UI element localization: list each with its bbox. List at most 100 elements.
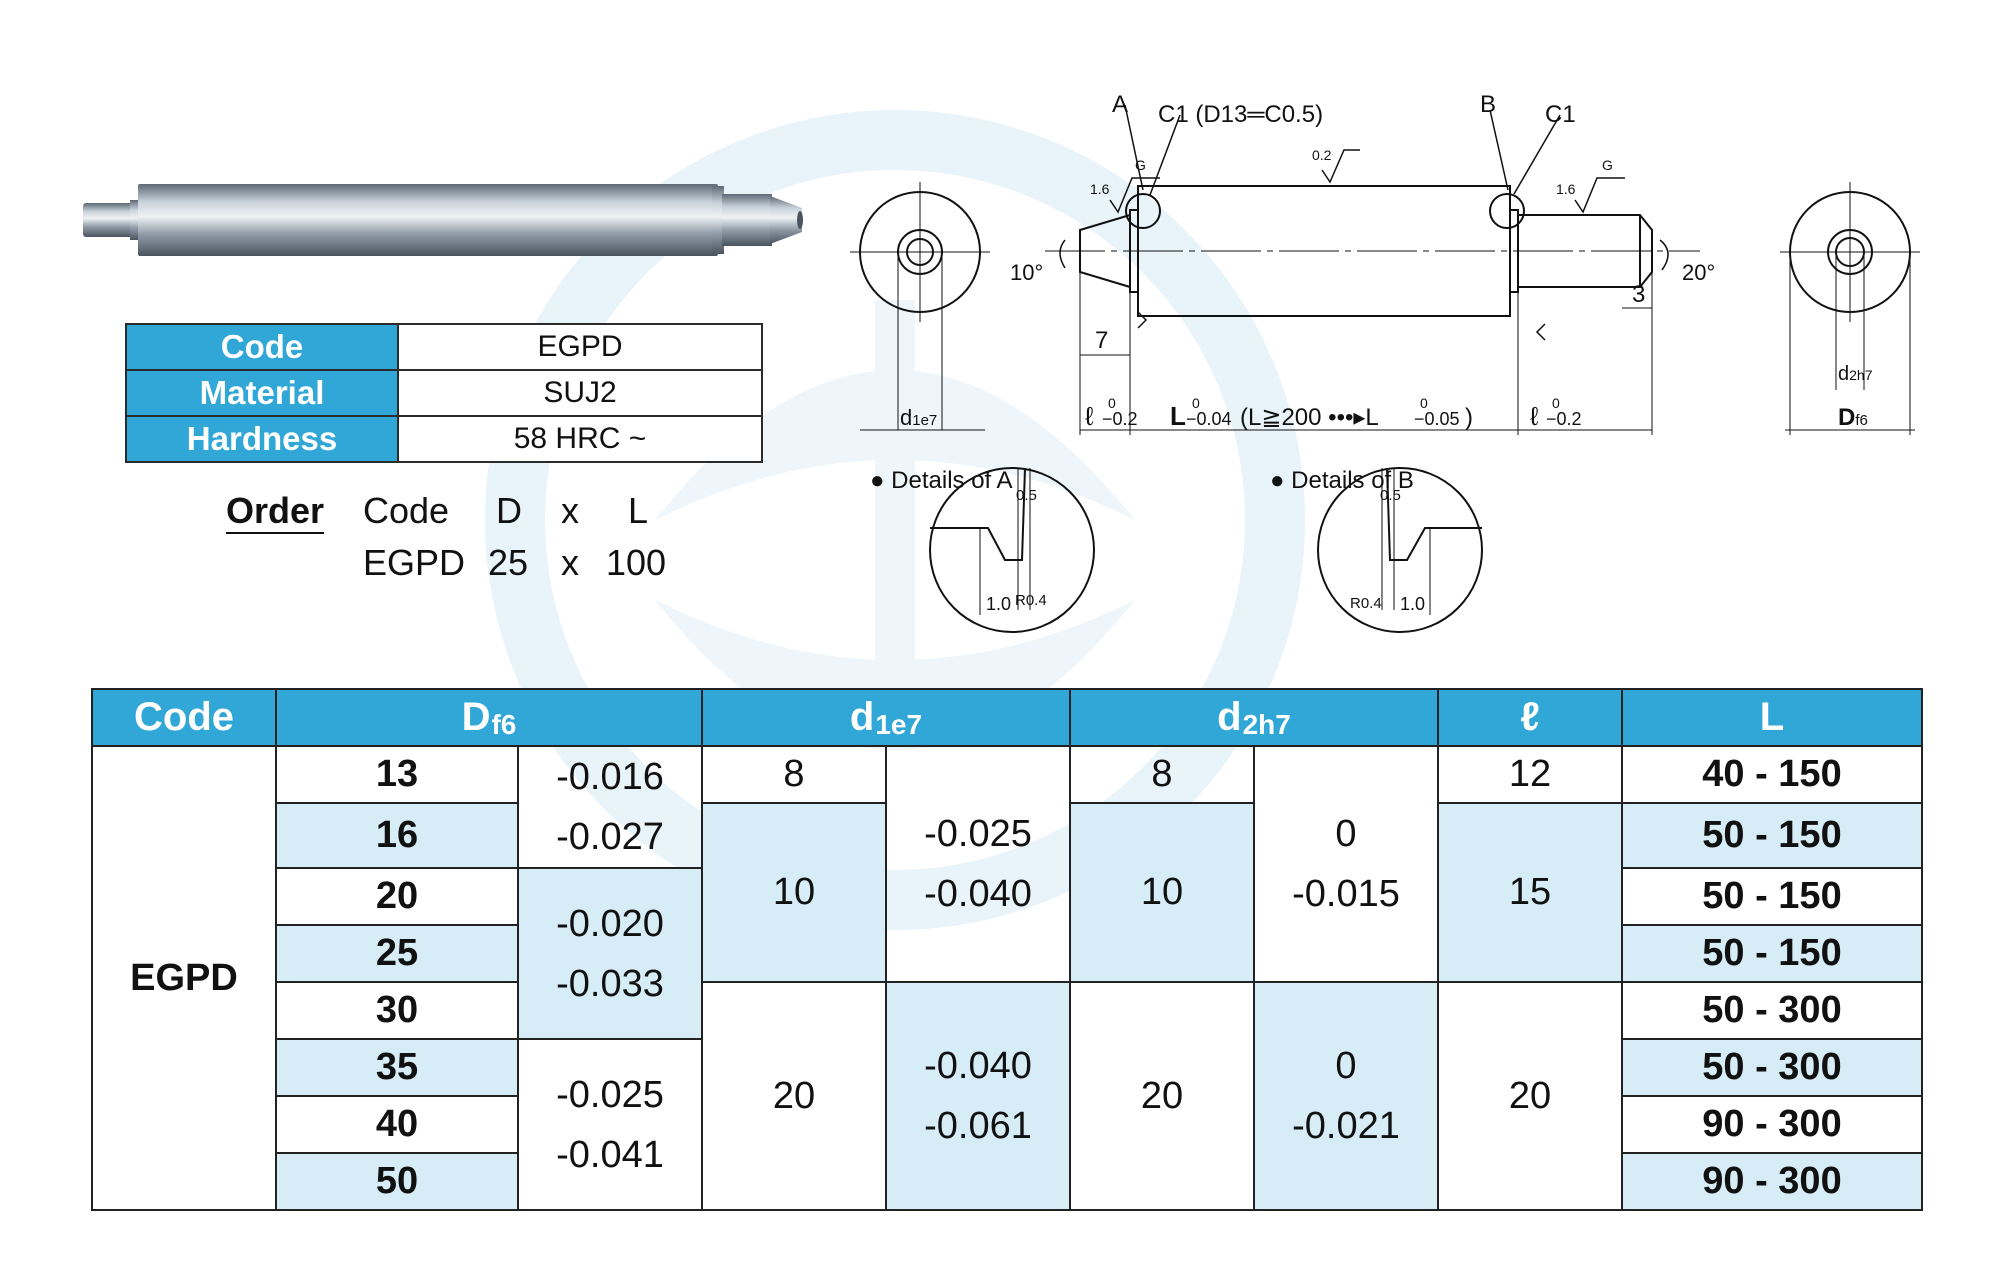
detail-a-05: 0.5 [1016, 487, 1037, 504]
spec-label: Hardness [125, 415, 399, 463]
ell-value-cell: 20 [1437, 981, 1623, 1211]
spec-value: 58 HRC ~ [397, 415, 763, 463]
header-code: Code [91, 688, 277, 747]
detail-b-05: 0.5 [1380, 487, 1401, 504]
label-rough02: 0.2 [1312, 147, 1332, 163]
spec-value: EGPD [397, 323, 763, 371]
d2-tol-cell: 0-0.021 [1253, 981, 1439, 1211]
detail-a-10: 1.0 [986, 594, 1011, 614]
label-dim7: 7 [1095, 327, 1108, 354]
details-a-title: ● Details of A [870, 467, 1013, 494]
label-angle20: 20° [1682, 260, 1715, 285]
d-value-cell: 40 [275, 1095, 519, 1154]
d-value-cell: 16 [275, 802, 519, 869]
spec-row-hardness: Hardness 58 HRC ~ [125, 415, 763, 463]
ell-value-cell: 12 [1437, 745, 1623, 804]
d-tol-cell: -0.025-0.041 [517, 1038, 703, 1211]
label-b: B [1480, 91, 1496, 118]
label-c1a: C1 (D13═C0.5) [1158, 101, 1323, 128]
d-value-cell: 50 [275, 1152, 519, 1211]
d-value-cell: 35 [275, 1038, 519, 1097]
table-row: 50 90 - 300 [92, 1152, 1923, 1211]
dimension-table: Code Df6 d1e7 d2h7 ℓ L EGPD 13 -0.016-0.… [91, 688, 1923, 1211]
spec-table: Code EGPD Material SUJ2 Hardness 58 HRC … [125, 323, 763, 463]
detail-b-10: 1.0 [1400, 594, 1425, 614]
spec-label: Material [125, 369, 399, 417]
technical-drawing: A C1 (D13═C0.5) B C1 0.2 1.6 G 1.6 G 10°… [850, 91, 1920, 633]
details-b-title: ● Details of B [1270, 467, 1414, 494]
l-range-cell: 50 - 300 [1621, 1038, 1923, 1097]
label-a: A [1112, 91, 1128, 118]
code-cell: EGPD [91, 745, 277, 1211]
d2-tol-cell: 0-0.015 [1253, 745, 1439, 983]
table-row: 30 20 -0.040-0.061 20 0-0.021 20 50 - 30… [92, 981, 1923, 1211]
order-l-value: 100 [606, 542, 667, 583]
spec-label: Code [125, 323, 399, 371]
header-ell: ℓ [1437, 688, 1623, 747]
header-D: Df6 [275, 688, 703, 747]
label-tolm005: −0.05 [1414, 409, 1460, 429]
label-g-left: G [1135, 157, 1146, 173]
table-row: 20 -0.020-0.033 50 - 150 [92, 867, 1923, 1040]
label-tol0-L2: 0 [1420, 395, 1428, 411]
label-tol0-right: 0 [1552, 395, 1560, 411]
l-range-cell: 90 - 300 [1621, 1095, 1923, 1154]
header-L: L [1621, 688, 1923, 747]
table-header-row: Code Df6 d1e7 d2h7 ℓ L [91, 688, 1923, 747]
order-code-value: EGPD [363, 542, 466, 583]
spec-row-material: Material SUJ2 [125, 369, 763, 417]
label-tol0: 0 [1108, 395, 1116, 411]
label-rough16-left: 1.6 [1090, 181, 1110, 197]
d-value-cell: 13 [275, 745, 519, 804]
pin-photo [83, 184, 803, 256]
label-ell-right: ℓ [1530, 401, 1539, 431]
label-tol0-L: 0 [1192, 395, 1200, 411]
d1-value-cell: 10 [701, 802, 887, 983]
ell-value-cell: 15 [1437, 802, 1623, 983]
spec-row-code: Code EGPD [125, 323, 763, 371]
label-close: ) [1465, 404, 1473, 431]
label-g-right: G [1602, 157, 1613, 173]
order-x-label: x [561, 490, 579, 531]
d1-value-cell: 20 [701, 981, 887, 1211]
d-tol-cell: -0.016-0.027 [517, 745, 703, 869]
table-row: 25 50 - 150 [92, 924, 1923, 983]
detail-b-r04: R0.4 [1350, 595, 1382, 612]
table-row: 35 -0.025-0.041 50 - 300 [92, 1038, 1923, 1211]
order-code-label: Code [363, 490, 450, 531]
header-d1: d1e7 [701, 688, 1071, 747]
table-row: 40 90 - 300 [92, 1095, 1923, 1154]
d-value-cell: 30 [275, 981, 519, 1040]
label-tolm02-left: −0.2 [1102, 409, 1138, 429]
l-range-cell: 90 - 300 [1621, 1152, 1923, 1211]
label-tolm004: −0.04 [1186, 409, 1232, 429]
table-row: EGPD 13 -0.016-0.027 8 -0.025-0.040 8 0-… [91, 745, 1923, 1211]
label-d1: d1e7 [900, 405, 937, 430]
order-x-value: x [561, 542, 579, 583]
d-tol-cell: -0.020-0.033 [517, 867, 703, 1040]
label-c1b: C1 [1545, 101, 1576, 128]
spec-value: SUJ2 [397, 369, 763, 417]
d1-value-cell: 8 [701, 745, 887, 804]
d1-tol-cell: -0.040-0.061 [885, 981, 1071, 1211]
order-d-value: 25 [488, 542, 529, 583]
l-range-cell: 50 - 300 [1621, 981, 1923, 1040]
detail-a-r04: R0.4 [1015, 592, 1047, 609]
label-bigD: Df6 [1838, 404, 1868, 431]
label-angle10: 10° [1010, 260, 1043, 285]
d-value-cell: 20 [275, 867, 519, 926]
label-ell-left: ℓ [1085, 401, 1094, 431]
d1-tol-cell: -0.025-0.040 [885, 745, 1071, 983]
label-rough16-right: 1.6 [1556, 181, 1576, 197]
order-heading: Order [226, 490, 325, 534]
label-dim3: 3 [1632, 281, 1645, 308]
label-tolm02-right: −0.2 [1546, 409, 1582, 429]
header-d2: d2h7 [1069, 688, 1439, 747]
label-Lnote: (L≧200 •••▸L [1240, 404, 1379, 431]
d2-value-cell: 10 [1069, 802, 1255, 983]
d2-value-cell: 20 [1069, 981, 1255, 1211]
order-l-label: L [628, 490, 649, 531]
table-row: 16 10 10 15 50 - 150 [92, 802, 1923, 983]
d2-value-cell: 8 [1069, 745, 1255, 804]
l-range-cell: 50 - 150 [1621, 802, 1923, 869]
